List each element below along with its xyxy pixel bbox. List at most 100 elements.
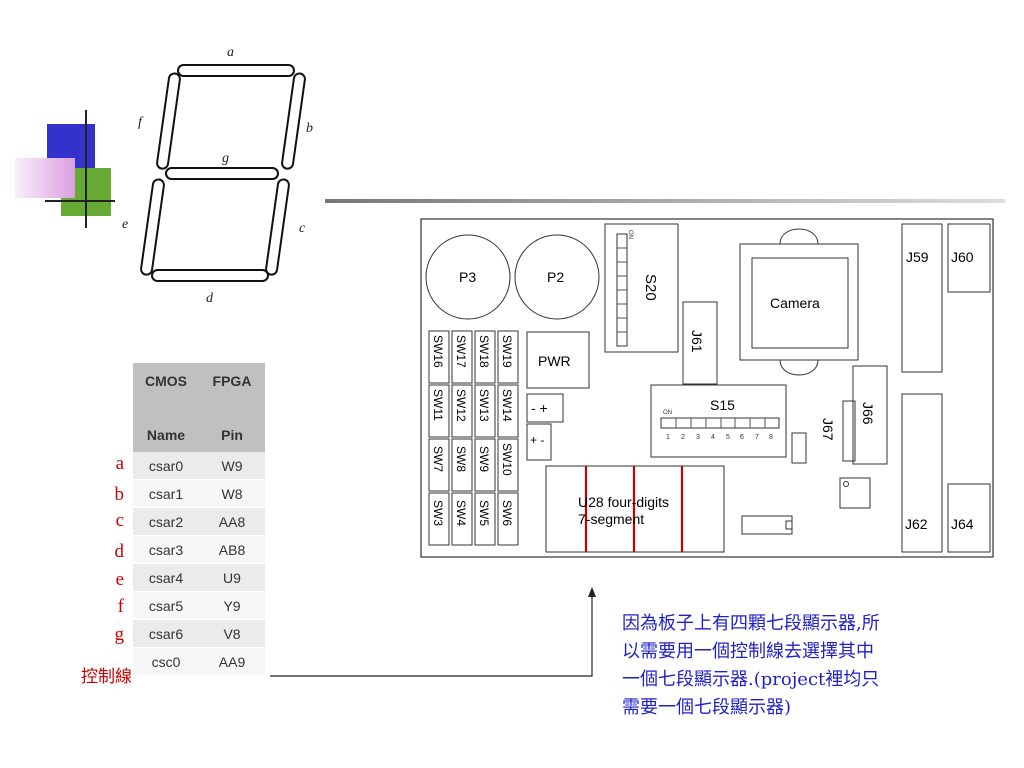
deco-horizontal-line <box>45 200 115 202</box>
small-component <box>839 477 871 509</box>
s20-switch <box>604 223 679 353</box>
segment-label-a: a <box>227 45 234 60</box>
note-line: 因為板子上有四顆七段顯示器,所 <box>622 613 880 634</box>
board-outline <box>420 218 994 558</box>
fpga-pin-cell: W9 <box>199 452 265 480</box>
pwr-label: PWR <box>538 353 571 369</box>
fpga-pin-cell: Y9 <box>199 591 265 620</box>
cmos-name-cell: csc0 <box>133 647 199 676</box>
j67-block <box>791 432 807 464</box>
segment-label-d: d <box>206 291 214 306</box>
switch-label: SW18 <box>477 335 491 368</box>
cmos-name-cell: csar1 <box>133 479 199 508</box>
connector-arrow <box>270 587 596 677</box>
switch-label: SW17 <box>454 335 468 368</box>
switch-label: SW16 <box>431 335 445 368</box>
explanation-note: 因為板子上有四顆七段顯示器,所 以需要用一個控制線去選擇其中 一個七段顯示器.(… <box>622 610 1002 722</box>
dip-number: 6 <box>740 434 744 441</box>
u28-label-line1: U28 four-digits <box>578 494 669 510</box>
segment-label-g: g <box>222 151 229 166</box>
row-label-g: g <box>114 624 125 645</box>
j62-connector <box>901 393 943 553</box>
j66-label: J66 <box>860 402 876 425</box>
fpga-pin-cell: AA9 <box>199 647 265 676</box>
fpga-pin-cell: V8 <box>199 619 265 648</box>
cmos-name-cell: csar0 <box>133 452 199 480</box>
switch-label: SW8 <box>454 446 468 472</box>
dip-number: 4 <box>711 434 715 441</box>
header-cmos: CMOS <box>145 372 187 389</box>
note-line: 需要一個七段顯示器) <box>622 697 792 718</box>
switch-label: SW12 <box>454 389 468 422</box>
j60-label: J60 <box>951 249 974 265</box>
segment-d <box>151 269 269 282</box>
switch-label: SW6 <box>500 500 514 526</box>
segment-a <box>177 64 295 77</box>
p2-circle <box>514 234 600 320</box>
dip-number: 2 <box>681 434 685 441</box>
switch-label: SW9 <box>477 446 491 472</box>
camera-outline <box>739 243 859 361</box>
j64-label: J64 <box>951 516 974 532</box>
note-line: 以需要用一個控制線去選擇其中 <box>622 641 874 662</box>
segment-label-f: f <box>138 115 144 130</box>
s15-on-label: ON <box>663 410 672 416</box>
switch-label: SW13 <box>477 389 491 422</box>
cmos-name-cell: csar3 <box>133 535 199 564</box>
segment-c <box>265 178 290 276</box>
switch-label: SW10 <box>500 443 514 476</box>
segment-b <box>281 72 306 170</box>
divider-line <box>325 199 1005 203</box>
switch-label: SW14 <box>500 389 514 422</box>
switch-label: SW5 <box>477 500 491 526</box>
fpga-pin-cell: U9 <box>199 563 265 592</box>
segment-label-e: e <box>122 217 128 232</box>
cmos-name-cell: csar4 <box>133 563 199 592</box>
j64-connector <box>947 483 991 553</box>
arrowhead-icon <box>588 587 596 597</box>
pin-table-header: CMOS Name FPGA Pin <box>133 363 265 452</box>
switch-label: SW3 <box>431 500 445 526</box>
segment-g <box>165 167 279 180</box>
segment-label-c: c <box>299 221 306 236</box>
switch-label: SW11 <box>431 389 445 421</box>
s15-switch <box>650 384 787 458</box>
row-label-d: d <box>114 541 125 562</box>
row-label-a: a <box>115 453 124 474</box>
cmos-name-cell: csar5 <box>133 591 199 620</box>
switch-label: SW19 <box>500 335 514 368</box>
power-jack-label: + - <box>530 433 544 447</box>
cmos-name-cell: csar6 <box>133 619 199 648</box>
power-jack <box>526 423 552 461</box>
j59-label: J59 <box>906 249 929 265</box>
j59-connector <box>901 223 943 373</box>
power-terminal <box>526 393 564 423</box>
header-fpga: FPGA <box>212 372 252 389</box>
switch-label: SW4 <box>454 500 468 526</box>
switch-grid <box>428 330 519 546</box>
row-label-b: b <box>114 484 125 505</box>
fpga-pin-cell: W8 <box>199 479 265 508</box>
switch-label: SW7 <box>431 446 445 472</box>
board-diagram: P3 P2 ON S20 J61 Camera J59 J60 SW16 SW1… <box>420 218 994 558</box>
header-name: Name <box>146 426 186 443</box>
p3-label: P3 <box>459 269 476 285</box>
j61-label: J61 <box>689 330 705 353</box>
pwr-block <box>526 331 590 389</box>
segment-f <box>156 72 181 170</box>
dip-number: 8 <box>769 434 773 441</box>
fpga-pin-cell: AA8 <box>199 507 265 536</box>
p3-circle <box>425 234 511 320</box>
j62-label: J62 <box>905 516 928 532</box>
camera-module <box>751 257 849 349</box>
header-pin: Pin <box>221 426 243 443</box>
row-label-control: 控制線 <box>81 667 132 687</box>
seven-segment-diagram: a b c d e f g <box>122 45 313 306</box>
